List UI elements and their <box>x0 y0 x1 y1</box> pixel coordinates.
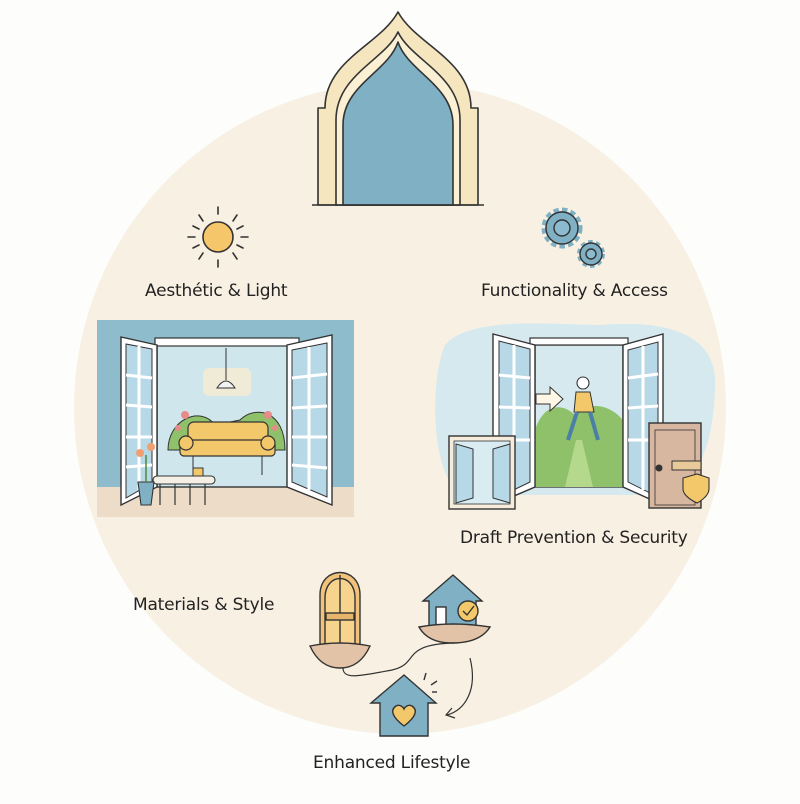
house-checkmark-on-scale-icon <box>417 574 492 644</box>
label-enhanced-lifestyle: Enhanced Lifestyle <box>313 753 471 773</box>
house-heart-icon <box>369 672 438 737</box>
sun-icon <box>187 206 249 268</box>
wooden-door-on-scale-icon <box>308 571 372 669</box>
gears-icon <box>541 207 605 268</box>
label-materials-style: Materials & Style <box>133 595 275 615</box>
label-functionality-access: Functionality & Access <box>481 281 668 301</box>
ogee-arch-window-icon <box>312 11 484 206</box>
french-doors-living-room-illustration <box>97 320 354 517</box>
label-draft-prevention-security: Draft Prevention & Security <box>460 528 688 548</box>
french-doors-walkway-illustration <box>435 323 716 510</box>
label-aesthetic-light: Aesthétic & Light <box>145 281 288 301</box>
